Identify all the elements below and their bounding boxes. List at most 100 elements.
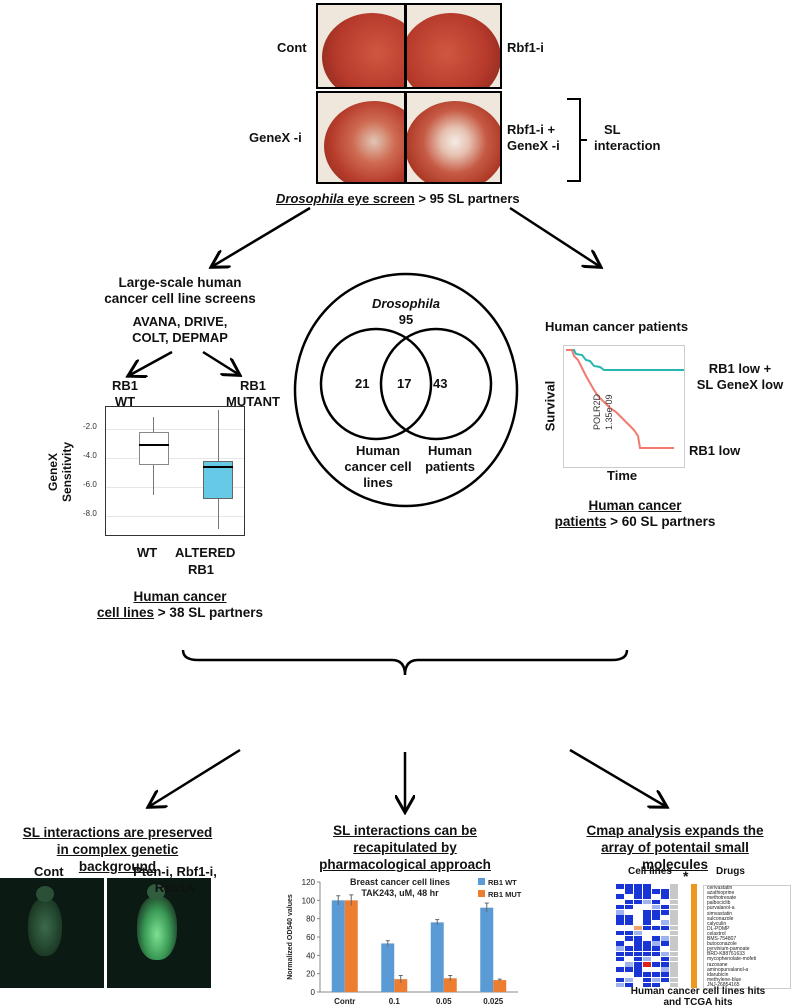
boxplot: GeneX Sensitivity -2.0 -4.0 -6.0 -8.0	[46, 406, 250, 548]
heatmap-cell	[661, 925, 670, 931]
venn-left-label-1: Human	[355, 443, 401, 458]
chart-category-label: Contr	[334, 997, 355, 1006]
patients-caption-3: > 60 SL partners	[606, 514, 716, 529]
heatmap-cell	[616, 889, 625, 894]
heatmap-cell	[616, 967, 625, 972]
heatmap-cell	[679, 951, 688, 957]
heatmap-cell	[625, 951, 634, 957]
heatmap-cell	[625, 930, 634, 936]
heatmap-cell	[634, 956, 643, 962]
cmap-caption-2: and TCGA hits	[663, 997, 733, 1008]
heatmap-cell	[670, 977, 679, 983]
venn-left-label-3: lines	[363, 475, 393, 490]
heatmap-cell	[670, 972, 679, 977]
heatmap-cell	[625, 910, 634, 915]
heatmap-cell	[643, 982, 652, 988]
patients-caption: Human cancer patients > 60 SL partners	[525, 498, 745, 530]
chart-title: Breast cancer cell lines	[350, 877, 450, 887]
heatmap-cell	[634, 946, 643, 951]
heatmap-cell	[679, 930, 688, 936]
pharma-title-1: SL interactions can be	[333, 823, 477, 838]
heatmap-cell	[670, 899, 679, 905]
label-sl-interaction: interaction	[594, 138, 661, 153]
drug-name: azathioprine	[707, 890, 735, 897]
drug-name: butoconazole	[707, 941, 737, 948]
heatmap-cell	[670, 951, 679, 957]
chart-bar	[493, 980, 507, 992]
heatmap-cell	[670, 904, 679, 910]
heatmap-cell	[670, 930, 679, 936]
preserved-title: SL interactions are preserved in complex…	[0, 824, 235, 875]
heatmap-cell	[661, 941, 670, 946]
cmap-label-star: *	[683, 868, 689, 884]
boxplot-ylabel: GeneX Sensitivity	[46, 424, 74, 520]
heatmap-cell	[679, 925, 688, 931]
heatmap-cell	[661, 930, 670, 936]
arrow-to-cell-lines	[213, 206, 311, 266]
heatmap-cell	[670, 894, 679, 899]
heatmap-cell	[652, 982, 661, 988]
heatmap-cell	[643, 894, 652, 899]
heatmap-cell	[625, 884, 634, 889]
fly-label-cont: Cont	[34, 864, 64, 879]
heatmap-cell	[679, 941, 688, 946]
heatmap-cell	[616, 884, 625, 889]
heatmap-cell	[616, 915, 625, 920]
heatmap-cell	[652, 920, 661, 925]
sl-bracket-tick	[580, 139, 587, 141]
heatmap-cell	[616, 910, 625, 915]
heatmap-cell	[652, 956, 661, 962]
pharma-title-2: recapitulated by	[353, 840, 457, 855]
heatmap-cell	[643, 936, 652, 941]
chart-bar	[394, 979, 408, 992]
preserved-title-3: background	[78, 859, 157, 874]
screen-names-2: COLT, DEPMAP	[132, 330, 228, 345]
heatmap-cell	[634, 925, 643, 931]
heatmap-cell	[625, 941, 634, 946]
heatmap-cell	[625, 920, 634, 925]
heatmap-cell	[652, 967, 661, 972]
heatmap-cell	[634, 904, 643, 910]
heatmap-cell	[679, 915, 688, 920]
caption-drosophila: Drosophila	[276, 191, 344, 206]
heatmap-cell	[634, 977, 643, 983]
preserved-title-2: in complex genetic	[56, 842, 179, 857]
venn-title-2: 95	[398, 312, 414, 327]
label-combo-line1: Rbf1-i +	[507, 122, 556, 137]
heatmap-cell	[670, 962, 679, 967]
heatmap-cell	[625, 894, 634, 899]
heatmap-cell	[661, 977, 670, 983]
heatmap-cell	[679, 884, 688, 889]
venn-right-only: 43	[433, 376, 448, 391]
rb1-mutant-line1: RB1	[239, 378, 266, 393]
heatmap-cell	[661, 889, 670, 894]
heatmap-cell	[679, 889, 688, 894]
heatmap-cell	[661, 920, 670, 925]
heatmap-cell	[625, 962, 634, 967]
eye-image-cont	[316, 3, 406, 89]
heatmap-cell	[661, 915, 670, 920]
boxplot-frame	[105, 406, 245, 536]
heatmap-cell	[652, 936, 661, 941]
heatmap-cell	[652, 925, 661, 931]
merge-brace	[181, 649, 629, 676]
heatmap-cell	[670, 956, 679, 962]
heatmap-cell	[625, 967, 634, 972]
heatmap-cell	[652, 915, 661, 920]
drug-name: purvalanol-a	[707, 905, 735, 912]
heatmap-cell	[670, 884, 679, 889]
label-rb1-mutant: RB1 MUTANT	[218, 378, 288, 410]
screen-names: AVANA, DRIVE, COLT, DEPMAP	[95, 314, 265, 346]
drug-name: pyrvinium-pamoate	[707, 946, 750, 953]
heatmap-cell	[616, 962, 625, 967]
heatmap-tcga-stripe	[691, 884, 697, 988]
legend-series-1-line2: SL GeneX low	[696, 377, 784, 392]
heatmap-cell	[652, 941, 661, 946]
heatmap-cell	[652, 962, 661, 967]
legend-series-1-line1: RB1 low +	[708, 361, 772, 376]
heatmap-cell	[670, 925, 679, 931]
rb1-mutant-line2: MUTANT	[226, 394, 280, 409]
heatmap-cell	[652, 977, 661, 983]
heatmap-cell	[616, 951, 625, 957]
